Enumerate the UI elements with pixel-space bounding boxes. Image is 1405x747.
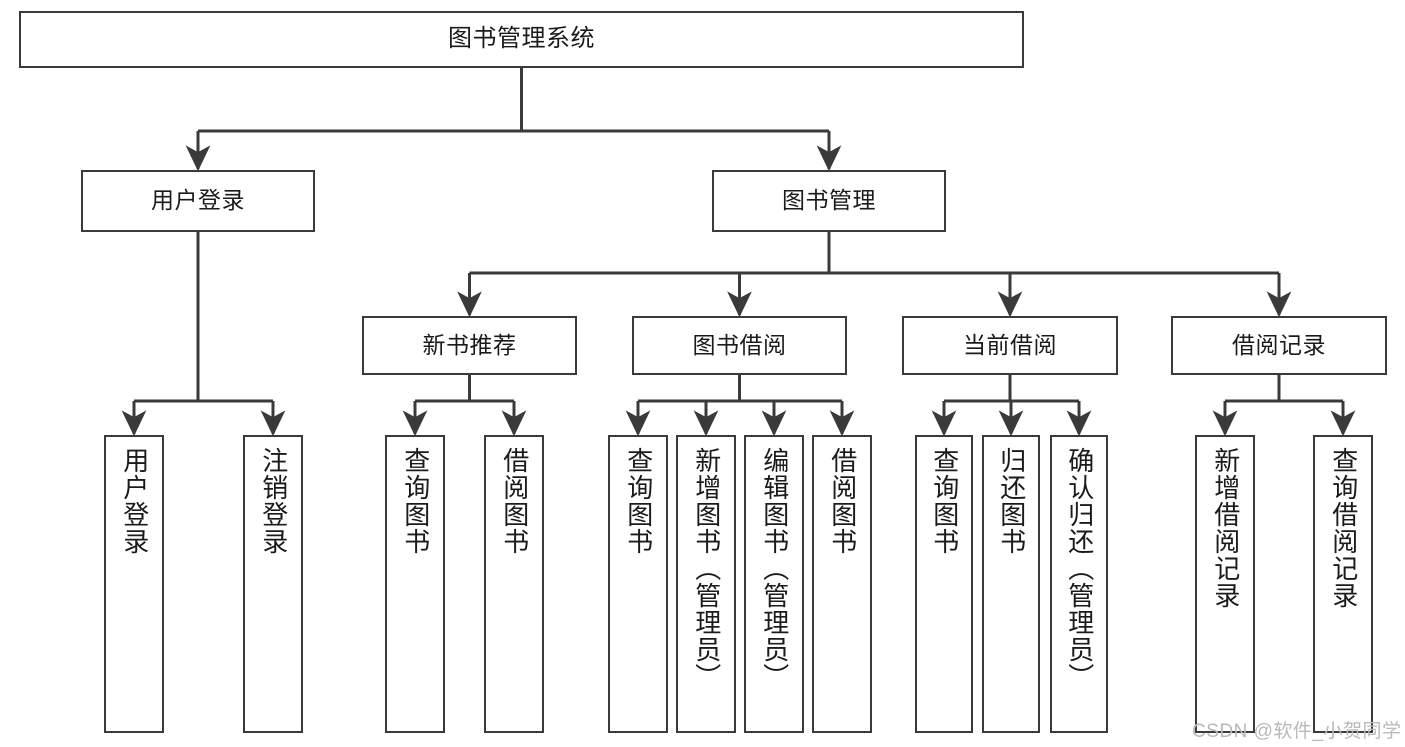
node-label: 归还图书 bbox=[996, 447, 1027, 555]
node-records[interactable]: 借阅记录 bbox=[1171, 316, 1387, 375]
node-l6[interactable]: 新增图书（管理员） bbox=[676, 435, 736, 733]
node-label: 新增图书（管理员） bbox=[691, 447, 722, 690]
node-current[interactable]: 当前借阅 bbox=[902, 316, 1118, 375]
node-label: 图书管理 bbox=[782, 187, 876, 214]
node-label: 查询图书 bbox=[400, 447, 431, 555]
node-bookmgmt[interactable]: 图书管理 bbox=[712, 170, 946, 232]
node-l7[interactable]: 编辑图书（管理员） bbox=[744, 435, 804, 733]
node-l10[interactable]: 归还图书 bbox=[982, 435, 1040, 733]
node-label: 查询借阅记录 bbox=[1328, 447, 1359, 609]
node-login[interactable]: 用户登录 bbox=[81, 170, 315, 232]
node-label: 图书借阅 bbox=[692, 331, 787, 358]
node-borrow[interactable]: 图书借阅 bbox=[632, 316, 847, 375]
node-label: 查询图书 bbox=[929, 447, 960, 555]
node-label: 借阅图书 bbox=[499, 447, 530, 555]
node-label: 用户登录 bbox=[119, 447, 150, 555]
node-l1[interactable]: 用户登录 bbox=[104, 435, 164, 733]
node-newbook[interactable]: 新书推荐 bbox=[362, 316, 577, 375]
node-label: 编辑图书（管理员） bbox=[759, 447, 790, 690]
node-l8[interactable]: 借阅图书 bbox=[812, 435, 872, 733]
node-label: 借阅图书 bbox=[827, 447, 858, 555]
node-l9[interactable]: 查询图书 bbox=[915, 435, 973, 733]
node-l3[interactable]: 查询图书 bbox=[385, 435, 445, 733]
node-label: 借阅记录 bbox=[1232, 331, 1326, 358]
watermark: CSDN @软件_小贺同学 bbox=[1192, 721, 1402, 742]
node-label: 确认归还（管理员） bbox=[1064, 447, 1095, 690]
node-label: 当前借阅 bbox=[963, 331, 1057, 358]
node-root[interactable]: 图书管理系统 bbox=[19, 11, 1024, 68]
node-label: 新书推荐 bbox=[422, 331, 517, 358]
node-l2[interactable]: 注销登录 bbox=[243, 435, 303, 733]
node-label: 用户登录 bbox=[151, 187, 245, 214]
node-l13[interactable]: 查询借阅记录 bbox=[1313, 435, 1373, 733]
node-label: 图书管理系统 bbox=[448, 25, 595, 53]
node-label: 注销登录 bbox=[258, 447, 289, 555]
node-l5[interactable]: 查询图书 bbox=[608, 435, 668, 733]
node-l11[interactable]: 确认归还（管理员） bbox=[1050, 435, 1108, 733]
node-l4[interactable]: 借阅图书 bbox=[484, 435, 544, 733]
node-label: 查询图书 bbox=[623, 447, 654, 555]
node-l12[interactable]: 新增借阅记录 bbox=[1195, 435, 1255, 733]
node-label: 新增借阅记录 bbox=[1210, 447, 1241, 609]
